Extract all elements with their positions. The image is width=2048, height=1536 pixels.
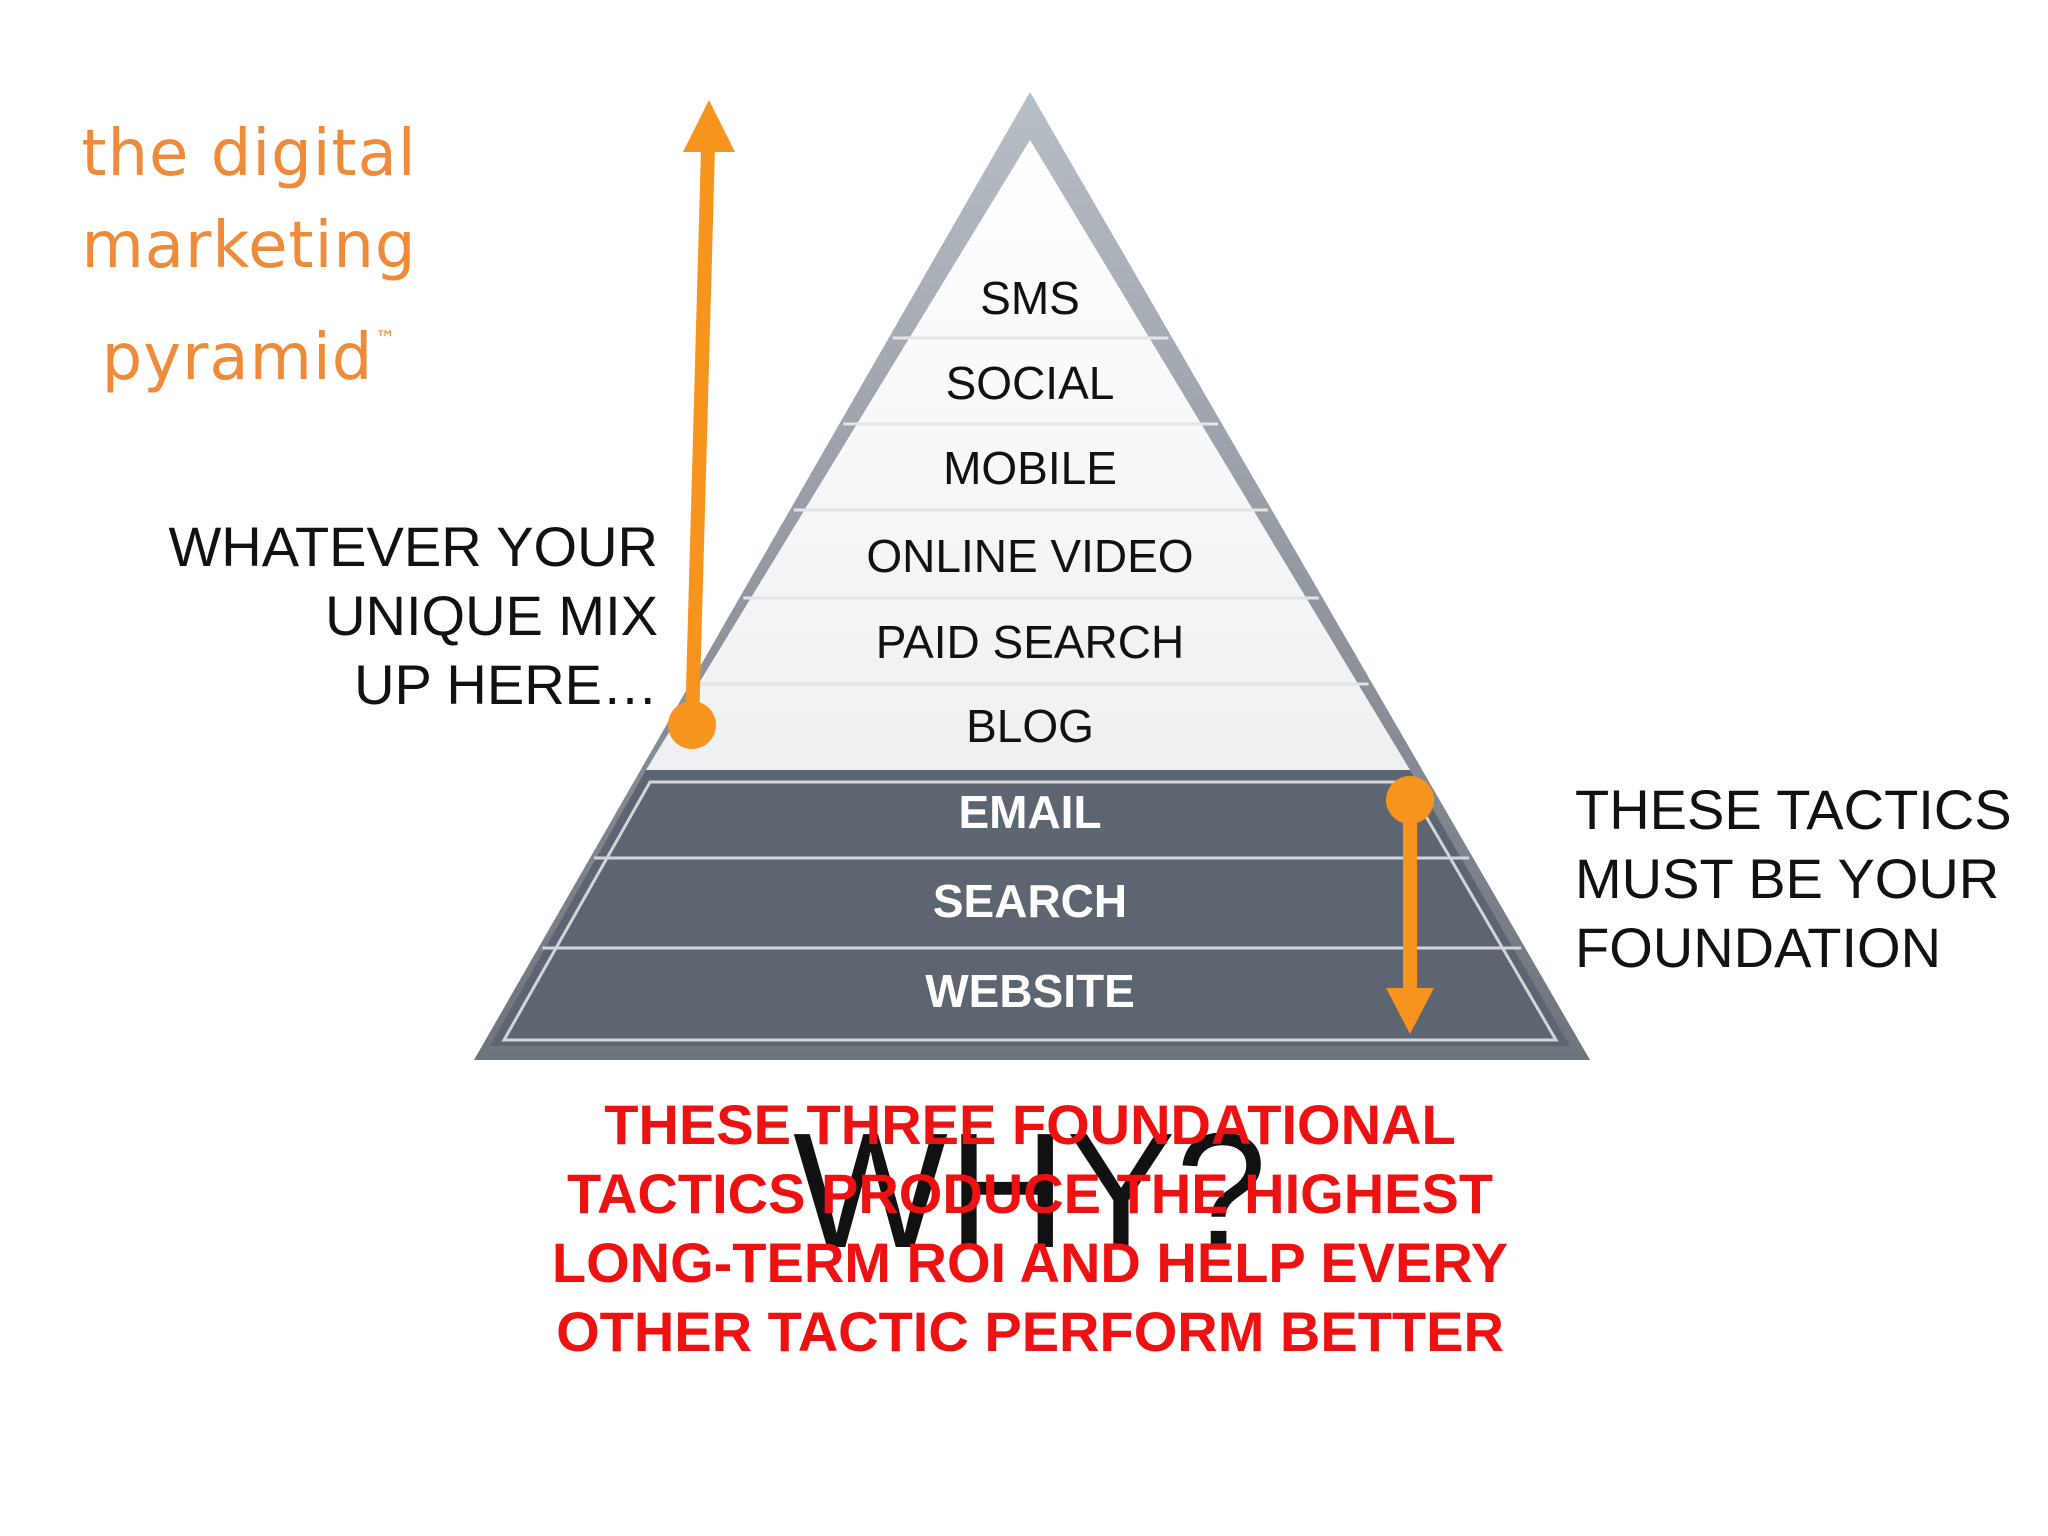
up-arrow-head xyxy=(683,100,735,152)
pyramid-foundation-outline xyxy=(501,780,1559,1042)
pyramid-upper-section xyxy=(646,140,1410,770)
up-arrow-shaft xyxy=(685,147,715,726)
why-label: WHY? xyxy=(793,1099,1267,1282)
up-arrow xyxy=(668,100,735,749)
down-arrow-head xyxy=(1386,988,1434,1034)
roi-note-line-4: OTHER TACTIC PERFORM BETTER xyxy=(556,1300,1504,1363)
roi-note-line-3: LONG-TERM ROI AND HELP EVERY xyxy=(551,1231,1509,1294)
foundation-tactics-line-3: FOUNDATION xyxy=(1575,916,1942,979)
foundation-tactics-line-2: MUST BE YOUR xyxy=(1575,847,2000,910)
down-arrow xyxy=(1386,776,1434,1034)
unique-mix-line-2: UNIQUE MIX xyxy=(325,584,658,647)
tier-label-online-video: ONLINE VIDEO xyxy=(866,530,1193,582)
tier-label-website: WEBSITE xyxy=(925,965,1135,1017)
tier-label-mobile: MOBILE xyxy=(943,442,1117,494)
logo-line-2: marketing xyxy=(81,209,417,283)
logo-line-3-text: pyramid xyxy=(101,321,374,395)
tier-label-email: EMAIL xyxy=(958,786,1101,838)
unique-mix-note: WHATEVER YOUR UNIQUE MIX UP HERE… xyxy=(110,512,658,719)
logo-trademark: ™ xyxy=(375,326,397,350)
tier-label-blog: BLOG xyxy=(966,700,1094,752)
tier-label-sms: SMS xyxy=(980,272,1080,324)
tier-label-paid-search: PAID SEARCH xyxy=(876,616,1184,668)
tier-divider-lines xyxy=(542,336,1522,950)
foundation-tactics-note: THESE TACTICS MUST BE YOUR FOUNDATION xyxy=(1575,775,2035,982)
unique-mix-line-1: WHATEVER YOUR xyxy=(168,515,658,578)
roi-note-line-2: TACTICS PRODUCE THE HIGHEST xyxy=(566,1162,1494,1225)
logo-line-1: the digital xyxy=(81,117,417,191)
tier-label-social: SOCIAL xyxy=(946,357,1115,409)
unique-mix-line-3: UP HERE… xyxy=(354,653,658,716)
tier-label-search: SEARCH xyxy=(933,875,1127,927)
foundation-tactics-line-1: THESE TACTICS xyxy=(1575,778,2012,841)
pyramid-foundation-section xyxy=(490,770,1570,1046)
roi-note-line-1: THESE THREE FOUNDATIONAL xyxy=(604,1093,1456,1156)
tier-labels: SMS SOCIAL MOBILE ONLINE VIDEO PAID SEARCH BL… xyxy=(866,272,1193,1017)
foundational-roi-note: THESE THREE FOUNDATIONAL TACTICS PRODUCE… xyxy=(500,1090,1560,1366)
down-arrow-dot xyxy=(1386,776,1434,824)
up-arrow-dot xyxy=(668,701,716,749)
